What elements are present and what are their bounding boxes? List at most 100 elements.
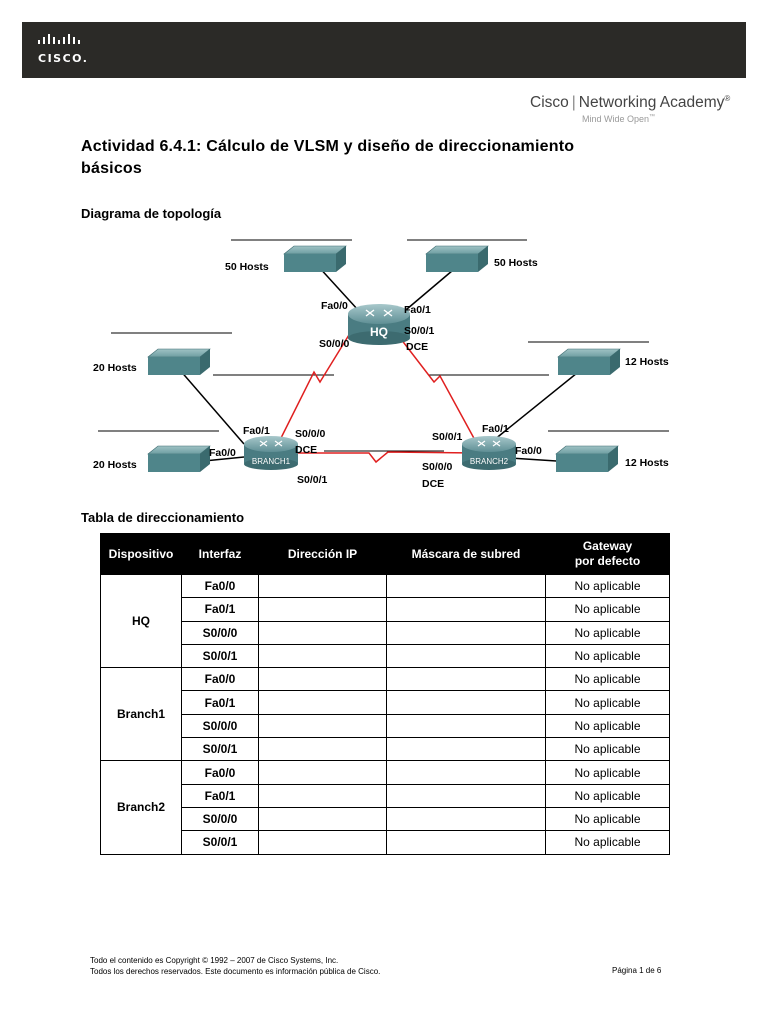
col-subnet-mask: Máscara de subred	[386, 533, 546, 575]
interface-cell: Fa0/0	[181, 760, 259, 785]
gateway-cell: No aplicable	[545, 690, 670, 715]
brand-company: Cisco	[530, 94, 569, 112]
router-branch2-label: BRANCH2	[470, 457, 509, 466]
label-b1-fa01: Fa0/1	[243, 425, 270, 437]
gateway-cell: No aplicable	[545, 620, 670, 645]
hosts-label-b2-top: 12 Hosts	[625, 356, 669, 368]
switch-hq-right-icon	[425, 245, 489, 272]
brand-tagline: Mind Wide Open™	[582, 114, 656, 124]
table-row: S0/0/0 No aplicable	[101, 620, 670, 645]
ip-address-cell[interactable]	[258, 667, 387, 692]
col-ip-address: Dirección IP	[258, 533, 387, 575]
table-row: S0/0/1 No aplicable	[101, 643, 670, 669]
hq-b2-serial-link	[393, 329, 477, 443]
table-header-row: Dispositivo Interfaz Dirección IP Máscar…	[100, 533, 670, 575]
b2-fa01-link	[488, 368, 583, 445]
brand-registered: ®	[724, 94, 731, 103]
hq-b1-serial-link	[279, 329, 353, 441]
addressing-table-heading: Tabla de direccionamiento	[81, 510, 245, 525]
subnet-mask-cell[interactable]	[386, 760, 546, 785]
switch-b1-bottom-icon	[147, 445, 211, 472]
academy-brand: Cisco|Networking Academy® Mind Wide Open…	[530, 94, 750, 130]
subnet-mask-cell[interactable]	[386, 830, 546, 855]
cisco-logo-icon	[38, 34, 80, 44]
interface-cell: Fa0/0	[181, 573, 259, 599]
document-title: Actividad 6.4.1: Cálculo de VLSM y diseñ…	[81, 136, 661, 180]
hosts-label-hq-left: 50 Hosts	[225, 261, 269, 273]
gateway-cell: No aplicable	[545, 737, 670, 762]
ip-address-cell[interactable]	[258, 597, 387, 622]
ip-address-cell[interactable]	[258, 737, 387, 762]
subnet-mask-cell[interactable]	[386, 690, 546, 715]
ip-address-cell[interactable]	[258, 643, 387, 669]
addressing-table: Dispositivo Interfaz Dirección IP Máscar…	[100, 533, 670, 855]
switch-hq-left-icon	[283, 245, 347, 272]
hosts-label-hq-right: 50 Hosts	[494, 257, 538, 269]
ip-address-cell[interactable]	[258, 830, 387, 855]
gateway-cell: No aplicable	[545, 713, 670, 739]
ip-address-cell[interactable]	[258, 806, 387, 832]
label-b1-s001: S0/0/1	[297, 474, 328, 486]
cisco-logo-text: CISCO.	[38, 52, 89, 65]
hosts-label-b2-bottom: 12 Hosts	[625, 457, 669, 469]
subnet-mask-cell[interactable]	[386, 783, 546, 808]
label-b2-dce: DCE	[422, 478, 444, 490]
subnet-mask-cell[interactable]	[386, 667, 546, 692]
subnet-mask-cell[interactable]	[386, 597, 546, 622]
ip-address-cell[interactable]	[258, 713, 387, 739]
ip-address-cell[interactable]	[258, 783, 387, 808]
b1-b2-serial-link	[280, 451, 477, 464]
topology-diagram: HQ BRANCH1 BRANCH2 50 Hosts 50 Hosts 20 …	[93, 239, 669, 490]
table-row: S0/0/0 No aplicable	[101, 806, 670, 832]
table-row: HQ Fa0/0 No aplicable	[100, 573, 670, 669]
subnet-mask-cell[interactable]	[386, 643, 546, 669]
label-b2-fa00: Fa0/0	[515, 445, 542, 457]
label-hq-fa00: Fa0/0	[321, 300, 348, 312]
interface-cell: Fa0/1	[181, 690, 259, 715]
interface-cell: S0/0/1	[181, 643, 259, 669]
hosts-label-b1-bottom: 20 Hosts	[93, 459, 137, 471]
footer-copyright-line2: Todos los derechos reservados. Este docu…	[90, 967, 381, 976]
ip-address-cell[interactable]	[258, 760, 387, 785]
col-interface: Interfaz	[181, 533, 259, 575]
table-row: Fa0/1 No aplicable	[101, 690, 670, 715]
interface-cell: S0/0/0	[181, 806, 259, 832]
router-branch1-label: BRANCH1	[252, 457, 291, 466]
hosts-label-b1-top: 20 Hosts	[93, 362, 137, 374]
device-cell: Branch1	[100, 667, 182, 762]
label-b1-dce: DCE	[295, 444, 317, 456]
table-row: Fa0/1 No aplicable	[101, 597, 670, 622]
device-cell: HQ	[100, 573, 182, 669]
switch-b2-bottom-icon	[555, 445, 619, 472]
document-title-line1: Actividad 6.4.1: Cálculo de VLSM y diseñ…	[81, 138, 575, 155]
subnet-mask-cell[interactable]	[386, 737, 546, 762]
ip-address-cell[interactable]	[258, 620, 387, 645]
subnet-mask-cell[interactable]	[386, 713, 546, 739]
subnet-mask-cell[interactable]	[386, 806, 546, 832]
label-b1-fa00: Fa0/0	[209, 447, 236, 459]
switch-b1-top-icon	[147, 348, 211, 375]
gateway-cell: No aplicable	[545, 830, 670, 855]
device-cell: Branch2	[100, 760, 182, 855]
interface-cell: S0/0/1	[181, 737, 259, 762]
interface-cell: S0/0/0	[181, 620, 259, 645]
table-row: Fa0/1 No aplicable	[101, 783, 670, 808]
gateway-cell: No aplicable	[545, 597, 670, 622]
gateway-cell: No aplicable	[545, 643, 670, 669]
footer-page-number: Página 1 de 6	[612, 966, 662, 975]
subnet-mask-cell[interactable]	[386, 620, 546, 645]
gateway-cell: No aplicable	[545, 573, 670, 599]
gateway-cell: No aplicable	[545, 760, 670, 785]
router-branch1-icon: BRANCH1	[244, 436, 298, 470]
label-b1-s000: S0/0/0	[295, 428, 326, 440]
ip-address-cell[interactable]	[258, 690, 387, 715]
label-b2-fa01: Fa0/1	[482, 423, 509, 435]
label-hq-dce: DCE	[406, 341, 428, 353]
subnet-mask-cell[interactable]	[386, 573, 546, 599]
router-branch2-icon: BRANCH2	[462, 436, 516, 470]
router-hq-icon: HQ	[348, 304, 410, 345]
ip-address-cell[interactable]	[258, 573, 387, 599]
label-hq-s000: S0/0/0	[319, 338, 350, 350]
table-row: Branch2 Fa0/0 No aplicable	[100, 760, 670, 855]
